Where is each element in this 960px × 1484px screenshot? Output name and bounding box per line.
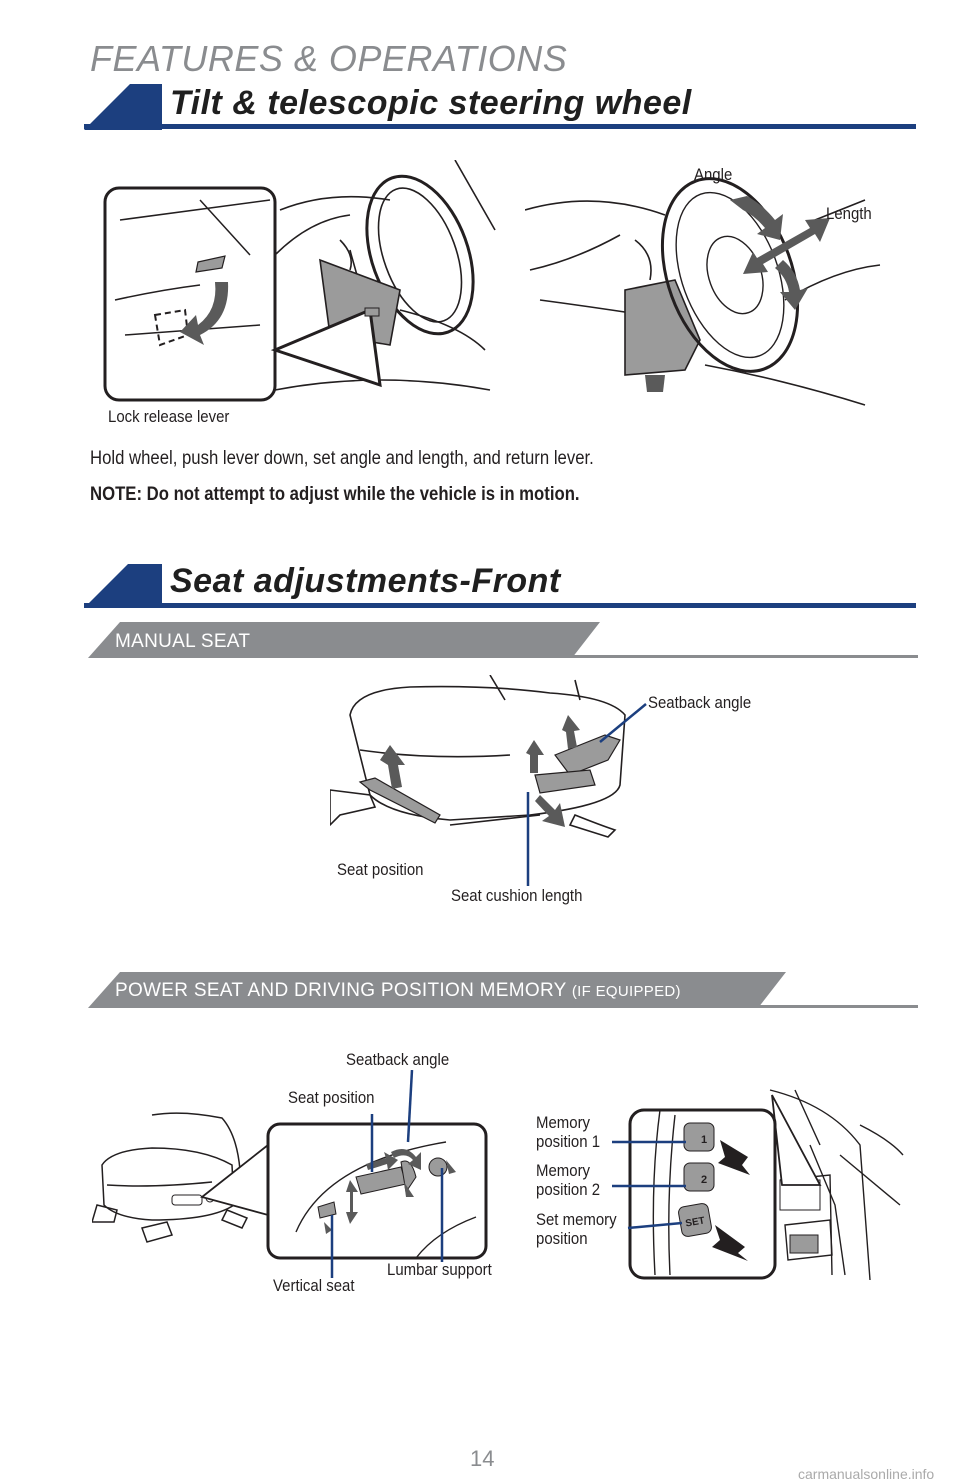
- subsection-title-power-main: POWER SEAT AND DRIVING POSITION MEMORY: [115, 980, 567, 1001]
- section-title-steering: Tilt & telescopic steering wheel: [170, 84, 692, 122]
- footer-watermark-url: carmanualsonline.info: [798, 1466, 935, 1482]
- label-power-seatback-angle: Seatback angle: [346, 1050, 450, 1069]
- steering-lever-illustration: [103, 160, 496, 402]
- power-seat-connector: [200, 1143, 269, 1217]
- memory-button-set-label: SET: [685, 1215, 706, 1229]
- label-manual-seatback-angle: Seatback angle: [648, 693, 752, 712]
- label-set-memory-line1: Set memory: [536, 1210, 617, 1229]
- label-power-seat-position: Seat position: [288, 1088, 375, 1107]
- subsection-title-manual: MANUAL SEAT: [115, 631, 251, 652]
- instruction-text: Hold wheel, push lever down, set angle a…: [90, 448, 594, 469]
- label-angle: Angle: [694, 165, 733, 184]
- note-text: NOTE: Do not attempt to adjust while the…: [90, 484, 580, 505]
- subsection-band-power: [88, 972, 918, 1008]
- section-title-seat: Seat adjustments-Front: [170, 562, 561, 600]
- power-seat-callouts: [330, 1070, 444, 1278]
- subsection-title-power: POWER SEAT AND DRIVING POSITION MEMORY (…: [115, 980, 681, 1002]
- page-number: 14: [470, 1446, 495, 1471]
- label-memory1-line2: position 1: [536, 1132, 601, 1151]
- label-power-vertical-seat: Vertical seat: [273, 1276, 355, 1295]
- manual-seat-illustration: [330, 675, 626, 838]
- memory-callouts: [612, 1140, 686, 1230]
- subsection-title-power-suffix: (IF EQUIPPED): [571, 983, 681, 1000]
- section-banner-seat: [84, 564, 916, 608]
- label-memory2-line1: Memory: [536, 1161, 591, 1180]
- label-set-memory-line2: position: [536, 1229, 588, 1248]
- label-lock-release-lever: Lock release lever: [108, 407, 230, 426]
- steering-angle-length-illustration: [525, 177, 881, 406]
- label-manual-seat-position: Seat position: [337, 860, 424, 879]
- power-seat-illustration: [92, 1112, 249, 1243]
- manual-seat-callouts: [526, 703, 647, 886]
- label-manual-seat-cushion-length: Seat cushion length: [451, 886, 583, 905]
- section-banner-steering: [84, 84, 916, 130]
- subsection-band-manual: [88, 622, 918, 658]
- memory-door-illustration: 1 2 SET: [628, 1089, 904, 1280]
- label-length: Length: [826, 204, 872, 223]
- page-header-title: FEATURES & OPERATIONS: [90, 38, 568, 79]
- label-memory2-line2: position 2: [536, 1180, 601, 1199]
- memory-button-2-label: 2: [701, 1174, 707, 1186]
- memory-button-1-label: 1: [701, 1134, 707, 1146]
- label-memory1-line1: Memory: [536, 1113, 591, 1132]
- power-seat-switch-inset: [266, 1122, 488, 1260]
- label-power-lumbar-support: Lumbar support: [387, 1260, 492, 1279]
